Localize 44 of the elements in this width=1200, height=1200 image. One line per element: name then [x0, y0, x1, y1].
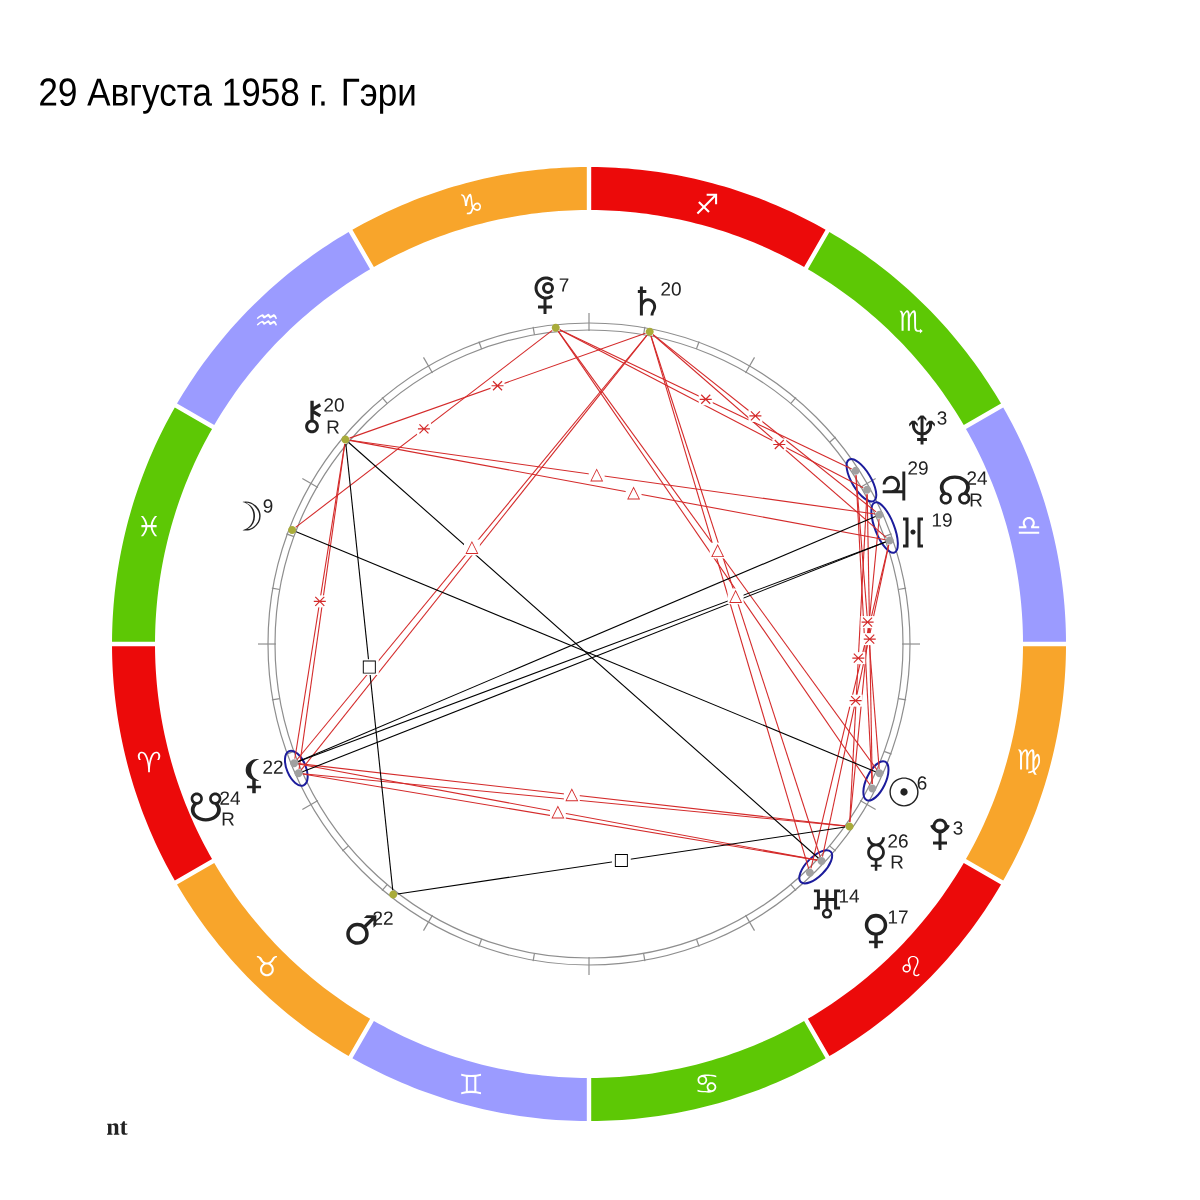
aspect-line: [810, 544, 890, 870]
degree-number: 22: [263, 760, 283, 774]
planet-symbol: ⚸: [245, 758, 262, 794]
aspect-line: [855, 474, 873, 785]
planet-symbol: ☽: [242, 501, 261, 531]
zodiac-segment: ♐: [591, 167, 826, 268]
degree-number: 7: [559, 278, 569, 292]
aspect-line: [295, 329, 553, 528]
aspect-line: [652, 334, 887, 539]
degree-number: 29: [908, 461, 928, 475]
degree-number: 14: [839, 889, 859, 903]
aspect-line: [559, 329, 853, 470]
degree-number: 3: [937, 411, 947, 425]
aspect-line: [349, 332, 647, 439]
degree-number: 20: [661, 282, 681, 296]
retrograde-mark: R: [970, 493, 982, 507]
zodiac-segment: ♓: [112, 407, 213, 642]
retrograde-mark: R: [222, 812, 234, 826]
planet-symbol: ♃: [882, 471, 906, 501]
aspect-line: [397, 826, 846, 895]
note-text: nt: [107, 1121, 128, 1135]
aspect-line: [349, 439, 886, 541]
aspect-line: [302, 773, 846, 827]
degree-number: 17: [888, 910, 908, 924]
aspect-line: [559, 329, 864, 489]
zodiac-segment: ♑: [352, 167, 587, 268]
degree-number: 19: [932, 513, 952, 527]
degree-number: 6: [917, 776, 927, 790]
aspect-line: [345, 443, 394, 891]
zodiac-segment: ♋: [591, 1020, 826, 1121]
title: 29 Августа 1958 г. Гэри: [40, 78, 415, 114]
planet-symbol: ☉: [889, 777, 919, 807]
zodiac-segment: ♊: [352, 1020, 587, 1121]
degree-number: 26: [888, 834, 908, 848]
degree-number: 3: [953, 821, 963, 835]
aspect-line: [348, 441, 819, 859]
planet-symbol: ♄: [637, 286, 657, 316]
degree-number: 9: [263, 499, 273, 513]
zodiac-segment: ♍: [965, 646, 1066, 881]
planet-symbol: ♅: [813, 889, 841, 919]
planet-symbol: ♀: [864, 913, 888, 949]
aspect-line: [849, 518, 880, 823]
degree-number: 20: [324, 398, 344, 412]
aspect-line: [866, 493, 873, 785]
